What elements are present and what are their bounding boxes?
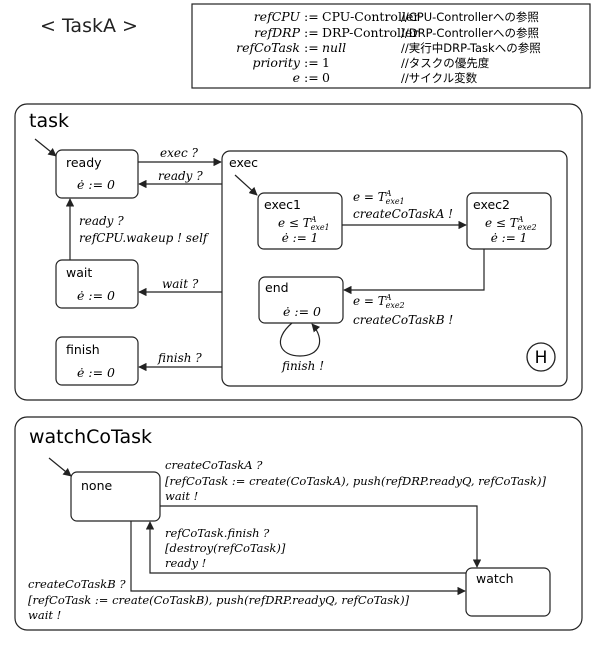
transition-label: wait ! [165,489,198,503]
variable-assign: := [304,9,319,24]
transition-none-to-watch-b [130,521,466,596]
variable-name: refDRP [254,25,300,40]
variable-name: e [293,70,300,85]
state-wait: wait ė := 0 [55,259,139,309]
variable-name: refCoTask [236,40,300,55]
variable-comment: //実行中DRP-Taskへの参照 [401,41,541,55]
variable-value: CPU-Controller [322,9,419,24]
variable-comment: //タスクの優先度 [401,56,490,70]
variable-assign: := [304,55,319,70]
state-name: finish [66,342,100,357]
transition-label: createCoTaskA ! [353,207,453,221]
transition-none-to-watch-a [160,505,482,568]
svg-text:H: H [535,348,548,368]
state-name: end [265,280,289,295]
transition-label: exec ? [160,146,199,160]
state-equation: ė := 0 [283,304,321,319]
transition-label: finish ? [157,351,202,365]
transition-label: [destroy(refCoTask)] [165,541,286,555]
state-name: exec2 [473,197,510,212]
state-name: exec1 [264,197,301,212]
variable-name: priority [252,55,300,70]
transition-watch-to-none [145,521,466,574]
transition-label: wait ! [28,608,61,622]
state-finish: finish ė := 0 [55,336,139,386]
variable-assign: := [304,70,319,85]
variable-row: priority := 1 //タスクの優先度 [252,55,489,70]
variable-row: refCoTask := null //実行中DRP-Taskへの参照 [236,40,541,55]
transition-end-self-loop [279,322,321,357]
state-equation: ė := 0 [77,288,115,303]
state-equation: ė := 1 [282,231,318,245]
transition-label: [refCoTask := create(CoTaskA), push(refD… [165,474,546,488]
variable-comment: //サイクル変数 [401,71,478,85]
transition-label: finish ! [281,359,324,373]
state-name: exec [229,155,258,170]
state-name: none [81,478,112,493]
history-icon: H [526,342,556,372]
variables-box [191,3,591,89]
transition-label: createCoTaskB ! [353,313,453,327]
state-equation: ė := 0 [77,177,115,192]
variable-row: refCPU := CPU-Controller //CPU-Controlle… [254,9,539,24]
transition-label: refCoTask.finish ? [165,526,270,540]
variable-value: DRP-Controller [322,25,418,40]
task-initial-arrow [34,138,57,157]
variable-assign: := [304,25,319,40]
variable-value: 1 [322,55,330,70]
watch-initial-arrow [48,457,72,477]
transition-label: refCPU.wakeup ! self [79,231,210,245]
variable-row: e := 0 //サイクル変数 [293,70,478,85]
transition-label: ready ! [165,556,206,570]
watch-region [14,416,583,631]
transition-label: wait ? [162,277,199,291]
variable-comment: //DRP-Controllerへの参照 [401,26,539,40]
transition-exec2-to-end [343,249,485,295]
transition-label: createCoTaskB ? [28,577,126,591]
variables-list: refCPU := CPU-Controller //CPU-Controlle… [236,9,541,85]
state-name: watch [476,571,514,586]
watch-region-label: watchCoTask [29,426,152,448]
state-name: ready [66,155,102,170]
state-name: wait [66,265,92,280]
diagram-title: < TaskA > [40,15,138,37]
state-watch: watch [465,567,551,617]
transition-label: ready ? [158,169,203,183]
variable-value: null [322,40,346,55]
variable-assign: := [304,40,319,55]
exec-initial-arrow [234,174,258,196]
state-exec: exec [221,150,568,387]
variable-value: 0 [322,70,330,85]
state-equation: ė := 1 [491,231,527,245]
variable-name: refCPU [254,9,301,24]
transition-label: [refCoTask := create(CoTaskB), push(refD… [28,593,410,607]
transition-label: ready ? [79,214,124,228]
transition-label: createCoTaskA ? [165,458,263,472]
state-ready: ready ė := 0 [55,149,139,199]
task-region-label: task [29,110,69,132]
variable-row: refDRP := DRP-Controller //DRP-Controlle… [254,25,539,40]
state-end: end ė := 0 [258,276,344,324]
state-equation: ė := 0 [77,365,115,380]
state-none: none [70,471,161,522]
variable-comment: //CPU-Controllerへの参照 [401,10,539,24]
